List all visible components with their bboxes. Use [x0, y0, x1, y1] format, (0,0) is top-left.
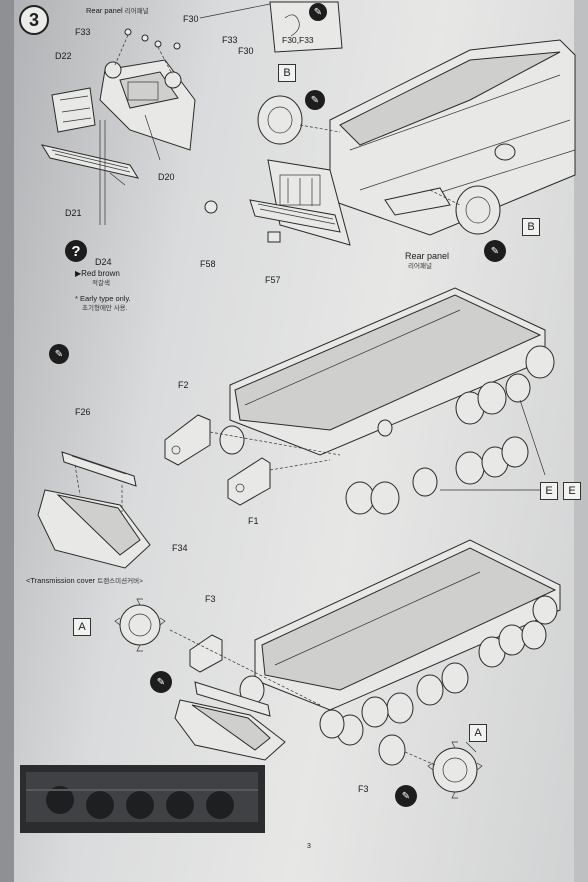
f3-top-label: F3	[205, 594, 216, 604]
early-type-kr: 초기형에만 사용.	[82, 305, 128, 312]
ref-box-b-right: B	[522, 218, 540, 236]
early-type-text: Early type only.	[80, 294, 131, 303]
hull-final-assembly	[114, 539, 561, 799]
transmission-cover	[37, 451, 151, 569]
ref-box-e2: E	[563, 482, 581, 500]
d24-label: D24	[95, 257, 112, 267]
page-number: 3	[307, 843, 311, 850]
f30-label-b: F30	[238, 46, 254, 56]
transmission-cover-text: <Transmission cover	[26, 576, 96, 585]
rear-panel-right-label: Rear panel	[405, 252, 449, 261]
hull-rear-assembly	[204, 39, 576, 246]
f3-bottom-label: F3	[358, 784, 369, 794]
ref-box-a-left: A	[73, 618, 91, 636]
f2-label: F2	[178, 380, 189, 390]
page-left-shadow	[0, 0, 14, 882]
f26-label: F26	[75, 407, 91, 417]
transmission-cover-label: <Transmission cover 트랜스미션커버>	[26, 577, 143, 586]
glue-icon: ✎	[305, 90, 325, 110]
glue-icon: ✎	[150, 671, 172, 693]
ref-box-a-right: A	[469, 724, 487, 742]
glue-icon: ✎	[49, 344, 69, 364]
ref-box-e1: E	[540, 482, 558, 500]
page-right-edge	[574, 0, 588, 882]
rear-panel-top-kr: 리어패널	[124, 8, 149, 15]
f1-label: F1	[248, 516, 259, 526]
step-number: 3	[28, 9, 39, 30]
rear-panel-subassembly	[40, 28, 196, 225]
glue-icon: ✎	[484, 240, 506, 262]
hull-suspension-assembly	[164, 287, 555, 515]
color-note: ▶Red brown	[75, 269, 120, 278]
f34-label: F34	[172, 543, 188, 553]
d20-label: D20	[158, 172, 175, 182]
early-type-note: * Early type only.	[75, 294, 131, 303]
f30-label-a: F30	[183, 14, 199, 24]
ref-box-b-top: B	[278, 64, 296, 82]
f33-label-a: F33	[75, 27, 91, 37]
glue-icon: ✎	[395, 785, 417, 807]
f57-label: F57	[265, 275, 281, 285]
transmission-cover-kr: 트랜스미션커버>	[97, 578, 143, 585]
f58-label: F58	[200, 259, 216, 269]
rear-panel-top-text: Rear panel	[86, 6, 123, 15]
color-note-text: Red brown	[81, 269, 120, 278]
f33-label-b: F33	[222, 35, 238, 45]
d22-label: D22	[55, 51, 72, 61]
step-number-badge: 3	[19, 5, 49, 35]
reference-photo	[20, 765, 265, 833]
color-note-kr: 적갈색	[92, 280, 110, 287]
help-icon: ?	[65, 240, 87, 262]
callout-f30-f33-label: F30,F33	[282, 35, 314, 45]
d21-label: D21	[65, 208, 82, 218]
glue-bottle-icon: ✎	[309, 3, 327, 21]
rear-panel-right-kr: 리어패널	[408, 263, 432, 270]
rear-panel-top-label: Rear panel 리어패널	[86, 7, 149, 16]
rear-panel-right-text: Rear panel	[405, 251, 450, 261]
